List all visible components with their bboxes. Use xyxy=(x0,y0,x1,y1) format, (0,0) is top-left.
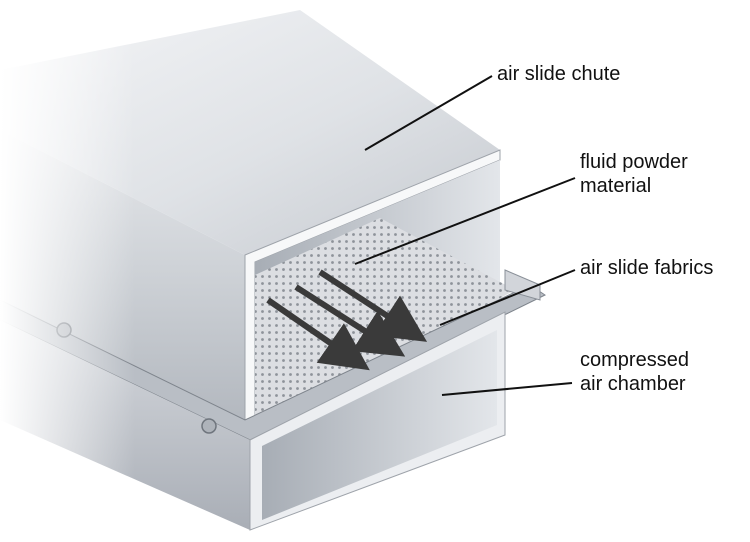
leader-line-air-slide-fabrics xyxy=(439,269,576,326)
label-air-slide-chute: air slide chute xyxy=(497,63,621,85)
leader-line-fluid-powder xyxy=(354,177,576,265)
label-compressed-line-1: compressed xyxy=(580,349,689,371)
leader-line-compressed-air xyxy=(441,382,573,396)
label-compressed-line-2: air chamber xyxy=(580,373,686,395)
label-fluid-powder-line-1: fluid powder xyxy=(580,151,688,173)
leader-line-air-slide-chute xyxy=(364,75,493,151)
label-fluid-powder-line-2: material xyxy=(580,175,652,197)
label-air-slide-fabrics: air slide fabrics xyxy=(580,257,714,279)
label-fluid-powder-material: fluid powder material xyxy=(580,150,688,198)
label-compressed-air-chamber: compressed air chamber xyxy=(580,348,689,396)
